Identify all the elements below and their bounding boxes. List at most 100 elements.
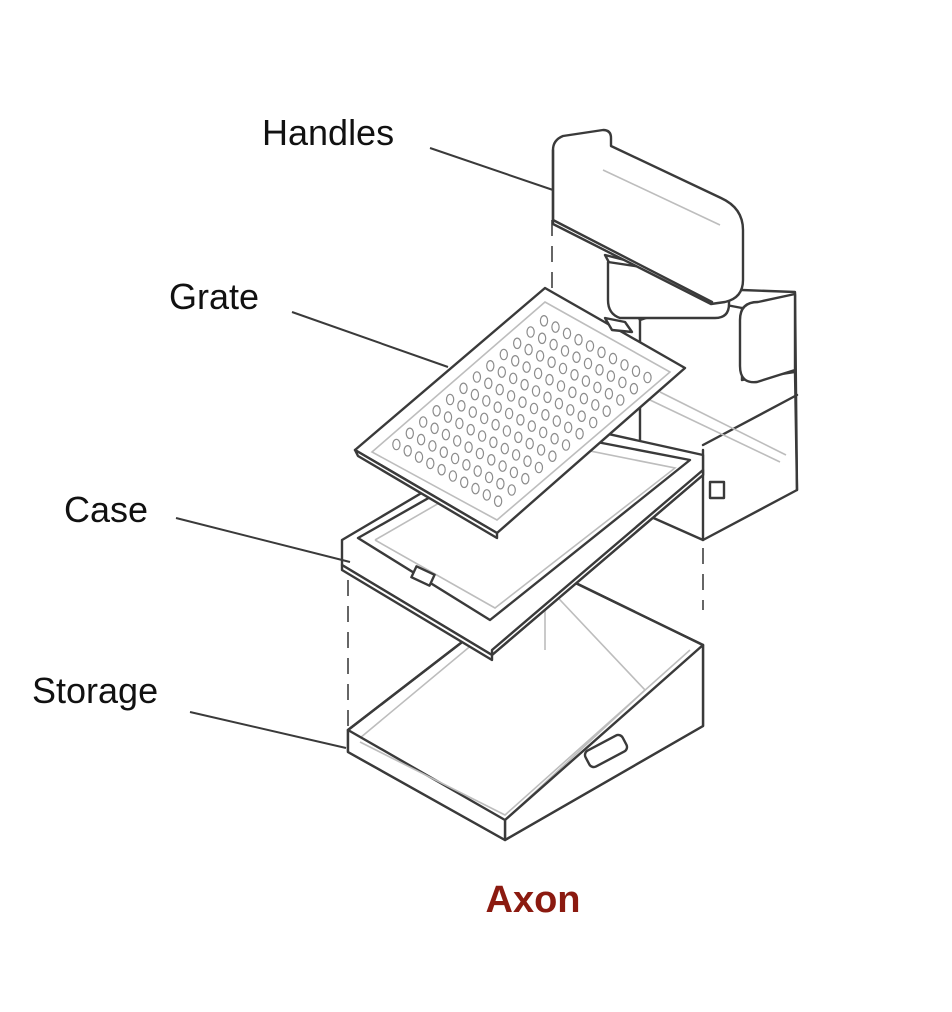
storage-leader-line — [189, 711, 347, 749]
case-label: Case — [64, 489, 148, 530]
grate-hole — [495, 383, 504, 396]
case-part — [340, 418, 705, 662]
grate-hole — [574, 333, 583, 346]
case-leader-line — [175, 517, 351, 563]
grate-hole — [591, 399, 600, 411]
grate-hole — [460, 476, 469, 489]
grate-label: Grate — [169, 276, 259, 317]
grate-hole — [551, 321, 560, 333]
grate-hole — [486, 359, 495, 372]
grate-hole — [514, 431, 523, 444]
grate-hole — [548, 450, 557, 462]
grate-hole — [575, 427, 584, 440]
grate-hole — [428, 440, 437, 452]
grate-part — [353, 286, 687, 540]
grate-hole — [489, 436, 498, 449]
grate-hole — [457, 399, 466, 412]
grate-hole — [539, 314, 549, 327]
grate-hole — [509, 372, 518, 385]
grate-hole — [616, 394, 625, 406]
grate-hole — [416, 433, 426, 446]
grate-hole — [430, 422, 439, 435]
grate-hole — [448, 470, 458, 482]
grate-hole — [518, 396, 527, 408]
grate-hole — [597, 346, 606, 359]
storage-label: Storage — [32, 670, 158, 711]
grate-leader-line — [291, 311, 449, 368]
grate-hole — [561, 439, 571, 451]
grate-hole — [439, 446, 448, 458]
grate-hole — [473, 465, 482, 477]
grate-hole — [464, 441, 473, 453]
grate-hole — [549, 338, 558, 351]
grate-hole — [566, 404, 575, 416]
grate-hole — [466, 423, 475, 436]
grate-hole — [509, 466, 519, 479]
grate-hole — [583, 357, 593, 370]
grate-hole — [529, 402, 539, 415]
grate-hole — [541, 408, 550, 421]
grate-hole-grid — [392, 314, 652, 507]
grate-hole — [513, 337, 522, 350]
grate-hole — [491, 418, 500, 431]
grate-hole — [502, 425, 512, 437]
grate-hole — [620, 359, 629, 371]
grate-hole — [537, 332, 547, 345]
grate-hole — [572, 351, 581, 363]
grate-hole — [570, 368, 579, 381]
brand-logo-text: Axon — [486, 879, 581, 921]
grate-hole — [462, 458, 471, 471]
handles-label: Handles — [262, 112, 394, 153]
storage-tray — [346, 570, 705, 842]
grate-hole — [525, 437, 534, 450]
grate-hole — [558, 362, 568, 375]
grate-hole — [459, 382, 468, 395]
grate-hole — [577, 410, 586, 422]
grate-hole — [539, 426, 548, 439]
grate-hole — [560, 345, 570, 357]
grate-hole — [564, 421, 573, 434]
grate-hole — [472, 371, 482, 383]
grate-hole — [606, 370, 616, 382]
grate-hole — [629, 382, 639, 395]
grate-hole — [554, 397, 564, 410]
grate-hole — [405, 427, 414, 440]
grate-hole — [545, 373, 554, 386]
grate-hole — [484, 471, 494, 484]
grate-hole — [470, 388, 480, 401]
grate-hole — [585, 340, 595, 352]
grate-hole — [414, 451, 424, 463]
grate-hole — [562, 327, 572, 340]
grate-hole — [535, 350, 545, 362]
grate-hole — [499, 348, 508, 361]
grate-hole — [441, 428, 451, 441]
grate-hole — [550, 432, 559, 445]
grate-hole — [437, 463, 446, 476]
grate-hole — [497, 366, 506, 378]
grate-hole — [516, 413, 525, 426]
handles-part — [551, 128, 745, 320]
grate-hole — [498, 460, 507, 472]
grate-hole — [547, 356, 556, 368]
grate-hole — [482, 489, 491, 501]
grate-hole — [419, 416, 428, 428]
grate-hole — [526, 326, 535, 338]
grate-hole — [450, 452, 460, 465]
grate-hole — [522, 361, 531, 373]
grate-hole — [432, 404, 441, 417]
leader-lines — [175, 147, 554, 749]
grate-hole — [527, 420, 537, 432]
grate-hole — [602, 405, 611, 417]
grate-hole — [511, 449, 521, 461]
grate-hole — [443, 411, 453, 423]
grate-hole — [520, 378, 529, 391]
grate-hole — [500, 442, 509, 455]
grate-hole — [484, 377, 493, 390]
grate-hole — [482, 395, 491, 407]
grate-hole — [593, 381, 602, 394]
grate-hole — [507, 484, 516, 496]
grate-hole — [506, 390, 516, 402]
grate-hole — [552, 415, 562, 427]
grate-hole — [618, 376, 627, 389]
